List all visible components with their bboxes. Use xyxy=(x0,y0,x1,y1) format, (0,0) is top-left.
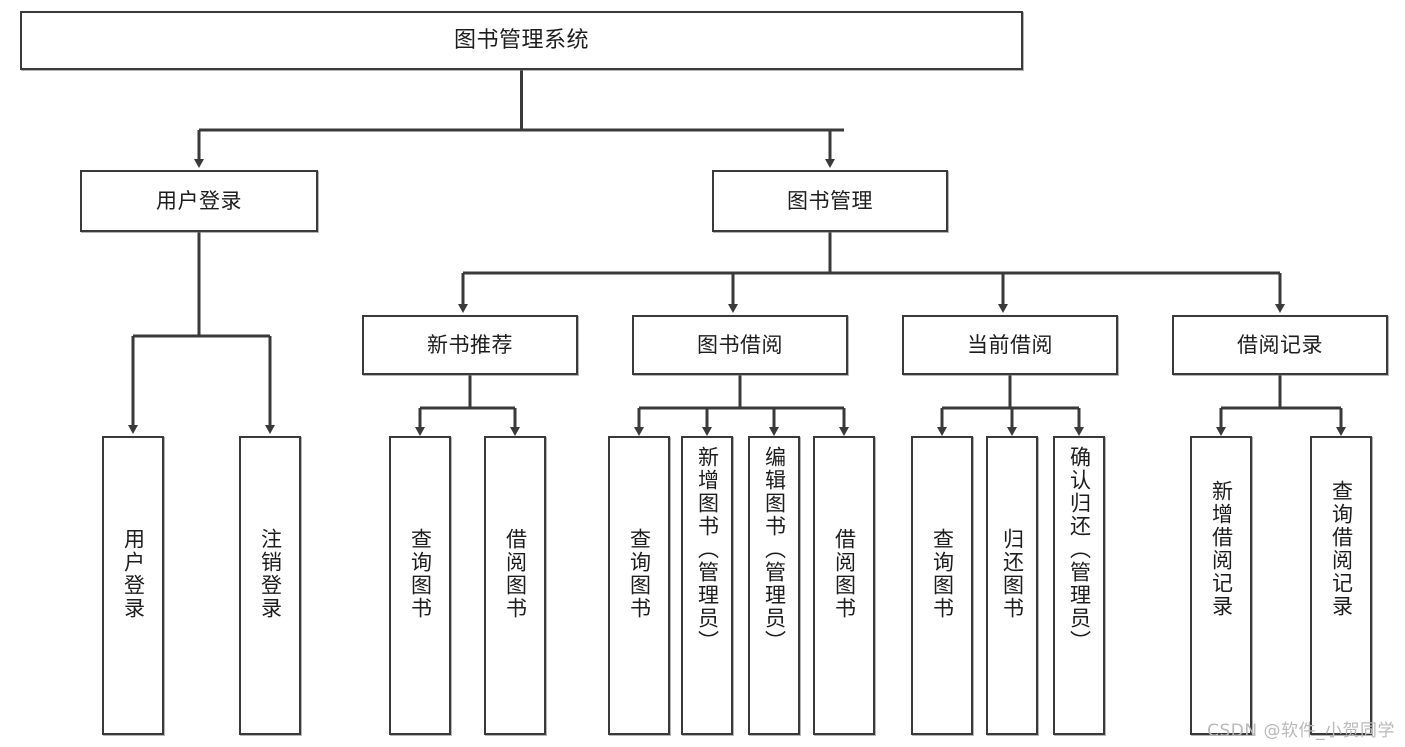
leaf-query-book-new[interactable]: 查询图书 xyxy=(389,436,451,735)
leaf-add-borrow-record-label: 新增借阅记录 xyxy=(1209,480,1234,618)
leaf-query-book-current[interactable]: 查询图书 xyxy=(911,436,973,735)
leaf-edit-book-admin[interactable]: 编辑图书（管理员） xyxy=(748,436,800,735)
leaf-query-borrow-record[interactable]: 查询借阅记录 xyxy=(1310,436,1372,735)
csdn-watermark: CSDN @软件_小贺同学 xyxy=(1207,721,1395,741)
leaf-edit-book-admin-label: 编辑图书（管理员） xyxy=(762,446,787,653)
node-book-management-label: 图书管理 xyxy=(787,188,873,213)
leaf-query-book-borrow[interactable]: 查询图书 xyxy=(608,436,670,735)
node-root-label: 图书管理系统 xyxy=(453,27,589,53)
leaf-query-book-borrow-label: 查询图书 xyxy=(627,528,652,620)
leaf-query-borrow-record-label: 查询借阅记录 xyxy=(1329,480,1354,618)
leaf-borrow-book-borrow-label: 借阅图书 xyxy=(832,528,857,620)
leaf-add-borrow-record[interactable]: 新增借阅记录 xyxy=(1190,436,1252,735)
leaf-query-book-current-label: 查询图书 xyxy=(930,528,955,620)
leaf-borrow-book-new[interactable]: 借阅图书 xyxy=(484,436,546,735)
node-book-management[interactable]: 图书管理 xyxy=(712,170,948,232)
leaf-confirm-return-admin[interactable]: 确认归还（管理员） xyxy=(1053,436,1105,735)
node-current-borrowing-label: 当前借阅 xyxy=(967,332,1053,357)
leaf-confirm-return-admin-label: 确认归还（管理员） xyxy=(1067,446,1092,653)
node-current-borrowing[interactable]: 当前借阅 xyxy=(902,315,1118,375)
node-user-login[interactable]: 用户登录 xyxy=(80,170,318,232)
node-borrowing-record-label: 借阅记录 xyxy=(1237,332,1323,357)
leaf-logout[interactable]: 注销登录 xyxy=(239,436,301,735)
leaf-user-login-label: 用户登录 xyxy=(121,528,146,620)
node-book-borrowing-label: 图书借阅 xyxy=(697,332,783,357)
node-user-login-label: 用户登录 xyxy=(156,188,242,213)
node-borrowing-record[interactable]: 借阅记录 xyxy=(1172,315,1388,375)
node-new-book-recommendation[interactable]: 新书推荐 xyxy=(362,315,578,375)
leaf-logout-label: 注销登录 xyxy=(258,528,283,620)
leaf-user-login[interactable]: 用户登录 xyxy=(102,436,164,735)
leaf-query-book-new-label: 查询图书 xyxy=(408,528,433,620)
leaf-return-book-label: 归还图书 xyxy=(1000,528,1025,620)
leaf-borrow-book-new-label: 借阅图书 xyxy=(503,528,528,620)
leaf-add-book-admin[interactable]: 新增图书（管理员） xyxy=(681,436,733,735)
leaf-borrow-book-borrow[interactable]: 借阅图书 xyxy=(813,436,875,735)
node-new-book-recommendation-label: 新书推荐 xyxy=(427,332,513,357)
node-root[interactable]: 图书管理系统 xyxy=(20,11,1023,70)
leaf-add-book-admin-label: 新增图书（管理员） xyxy=(695,446,720,653)
node-book-borrowing[interactable]: 图书借阅 xyxy=(632,315,848,375)
leaf-return-book[interactable]: 归还图书 xyxy=(986,436,1038,735)
